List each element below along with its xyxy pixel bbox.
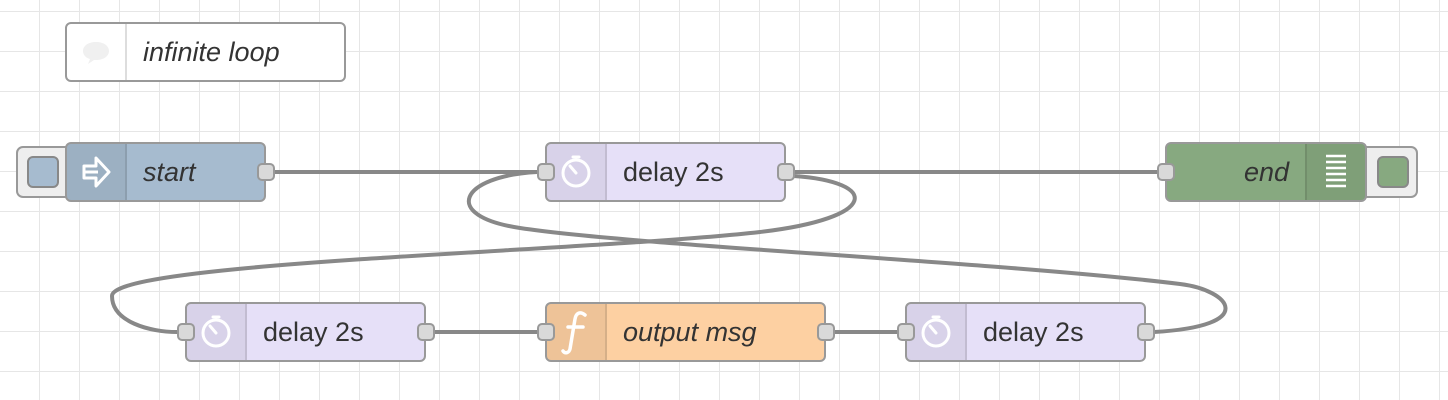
delay-right-output-port[interactable] — [1137, 323, 1155, 341]
delay-left-label: delay 2s — [263, 316, 364, 347]
node-end[interactable]: end — [1165, 142, 1367, 202]
wire-delay-right-to-delay-top[interactable] — [466, 170, 1228, 334]
start-output-port[interactable] — [257, 163, 275, 181]
delay-right-input-port[interactable] — [897, 323, 915, 341]
comment-icon — [83, 42, 109, 64]
delay-top-input-port[interactable] — [537, 163, 555, 181]
delay-left-input-port[interactable] — [177, 323, 195, 341]
end-label: end — [1243, 156, 1289, 187]
delay-left-icon-area — [187, 304, 247, 360]
comment-node[interactable]: infinite loop — [65, 22, 346, 82]
inject-button-inner — [27, 156, 59, 188]
timer-icon — [201, 315, 231, 348]
comment-icon-area — [67, 24, 127, 80]
delay-top-icon-area — [547, 144, 607, 200]
node-delay-left[interactable]: delay 2s — [185, 302, 426, 362]
node-start[interactable]: start — [65, 142, 266, 202]
function-icon — [561, 311, 587, 355]
start-label: start — [143, 156, 196, 187]
comment-label: infinite loop — [143, 36, 280, 67]
output-msg-output-port[interactable] — [817, 323, 835, 341]
debug-list-icon — [1326, 154, 1346, 188]
arrow-in-icon — [82, 156, 111, 188]
start-icon-area — [67, 144, 127, 200]
node-output-msg[interactable]: output msg — [545, 302, 826, 362]
debug-toggle-inner — [1377, 156, 1409, 188]
output-msg-icon-area — [547, 304, 607, 360]
end-input-port[interactable] — [1157, 163, 1175, 181]
delay-top-label: delay 2s — [623, 156, 724, 187]
wire-delay-top-to-delay-left[interactable] — [109, 174, 857, 334]
delay-top-output-port[interactable] — [777, 163, 795, 181]
timer-icon — [561, 155, 591, 188]
output-msg-label: output msg — [623, 316, 757, 347]
node-delay-top[interactable]: delay 2s — [545, 142, 786, 202]
delay-right-label: delay 2s — [983, 316, 1084, 347]
timer-icon — [921, 315, 951, 348]
end-icon-area — [1305, 144, 1365, 200]
delay-left-output-port[interactable] — [417, 323, 435, 341]
delay-right-icon-area — [907, 304, 967, 360]
node-delay-right[interactable]: delay 2s — [905, 302, 1146, 362]
output-msg-input-port[interactable] — [537, 323, 555, 341]
debug-toggle-button[interactable] — [1358, 146, 1418, 198]
